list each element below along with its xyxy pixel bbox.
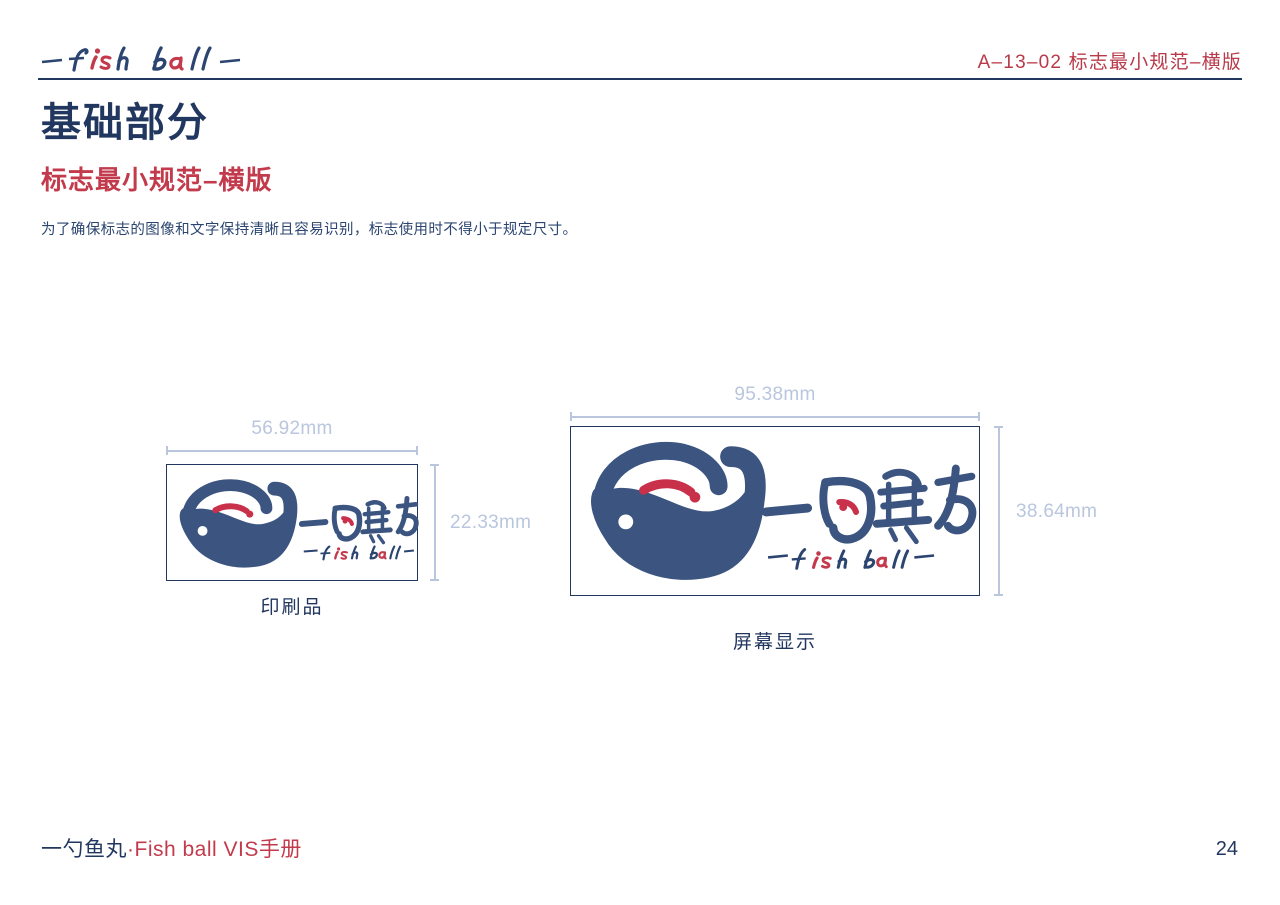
wordmark-cn-screen [761, 464, 977, 545]
print-width-label: 56.92mm [251, 418, 333, 439]
screen-width-label: 95.38mm [734, 384, 816, 405]
header-brand-logo [40, 44, 265, 74]
print-height-dimension-line [430, 464, 439, 581]
footer-brand-en: ·Fish ball VIS手册 [127, 838, 302, 861]
page-number: 24 [1215, 838, 1238, 860]
footer-brand-cn: 一勺鱼丸 [41, 838, 127, 861]
header-divider [38, 78, 1242, 80]
screen-width-dimension-line [570, 412, 980, 421]
print-height-label: 22.33mm [450, 512, 532, 533]
fish-mark [179, 479, 298, 568]
screen-logo-frame [570, 426, 980, 596]
screen-height-dimension-line [994, 426, 1003, 596]
print-caption: 印刷品 [260, 597, 324, 618]
screen-caption: 屏幕显示 [732, 632, 817, 653]
wordmark-en-print [303, 545, 414, 561]
page-header: A–13–02 标志最小规范–横版 [0, 0, 1280, 84]
fish-mark [591, 441, 766, 580]
logo-lockup-print [179, 479, 419, 568]
print-width-dimension-line [166, 446, 418, 455]
specimen-screen: 95.38mm [570, 384, 1130, 659]
page-title: 基础部分 [41, 101, 209, 145]
page-subtitle: 标志最小规范–横版 [41, 165, 273, 195]
print-logo-frame [166, 464, 419, 581]
logo-lockup-screen [591, 441, 977, 580]
wordmark-en-screen [767, 548, 935, 570]
screen-height-label: 38.64mm [1016, 501, 1098, 522]
page-description: 为了确保标志的图像和文字保持清晰且容易识别，标志使用时不得小于规定尺寸。 [41, 222, 578, 238]
wordmark-cn-print [298, 495, 419, 545]
specimen-print: 56.92mm [166, 418, 546, 623]
footer-brand: 一勺鱼丸·Fish ball VIS手册 [41, 833, 302, 863]
page-code-label: A–13–02 标志最小规范–横版 [977, 52, 1242, 73]
